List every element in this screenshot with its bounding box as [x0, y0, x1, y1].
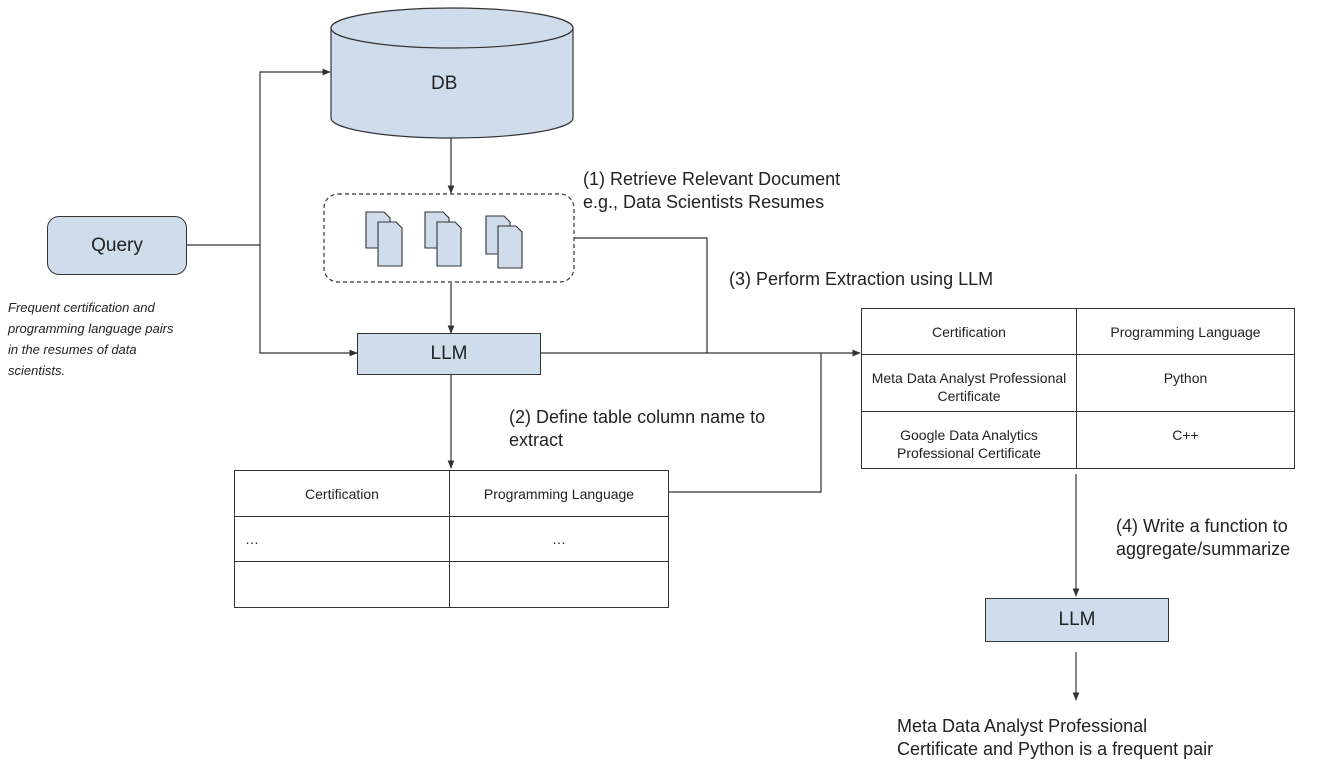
llm-label: LLM: [430, 343, 468, 364]
llm-final-label: LLM: [1058, 609, 1096, 630]
llm-final-node[interactable]: LLM: [985, 598, 1169, 642]
schema-header-certification: Certification: [234, 470, 450, 517]
result-text: Meta Data Analyst Professional Certifica…: [897, 715, 1213, 761]
query-label: Query: [91, 234, 143, 256]
llm-node[interactable]: LLM: [357, 333, 541, 375]
query-note: Frequent certification and programming l…: [8, 297, 173, 381]
schema-cell: [234, 561, 450, 608]
document-icon: [485, 215, 523, 269]
document-icon: [365, 211, 403, 267]
result-cell: Python: [1076, 354, 1295, 412]
db-cylinder: [330, 7, 574, 139]
query-node[interactable]: Query: [47, 216, 187, 275]
schema-cell: …: [449, 516, 669, 562]
arrow-query-to-db: [186, 68, 331, 246]
schema-cell: …: [234, 516, 450, 562]
result-header-language: Programming Language: [1076, 308, 1295, 355]
db-label: DB: [431, 73, 458, 94]
schema-table: Certification Programming Language … …: [234, 470, 669, 608]
line-docs-to-extraction: [574, 237, 708, 353]
step-retrieve-label: (1) Retrieve Relevant Document e.g., Dat…: [583, 168, 840, 214]
arrow-query-to-llm: [259, 245, 358, 357]
step-aggregate-line: (4) Write a function to: [1116, 516, 1288, 536]
line-schema-to-result: [668, 353, 822, 493]
step-retrieve-line: e.g., Data Scientists Resumes: [583, 192, 825, 212]
documents-group: [323, 193, 575, 283]
query-note-line: in the resumes of data: [8, 342, 137, 357]
document-icon: [424, 211, 462, 267]
step-define-label: (2) Define table column name to extract: [509, 406, 765, 452]
schema-header-language: Programming Language: [449, 470, 669, 517]
result-table: Certification Programming Language Meta …: [861, 308, 1295, 469]
result-text-line: Certificate and Python is a frequent pai…: [897, 739, 1214, 759]
query-note-line: scientists.: [8, 363, 66, 378]
step-define-line: (2) Define table column name to: [509, 407, 766, 427]
result-cell: C++: [1076, 411, 1295, 469]
result-cell: Google Data Analytics Professional Certi…: [861, 411, 1077, 469]
step-aggregate-line: aggregate/summarize: [1116, 539, 1291, 559]
step-aggregate-label: (4) Write a function to aggregate/summar…: [1116, 515, 1290, 561]
result-cell: Meta Data Analyst Professional Certifica…: [861, 354, 1077, 412]
step-retrieve-line: (1) Retrieve Relevant Document: [583, 169, 841, 189]
query-note-line: programming language pairs: [8, 321, 174, 336]
result-header-certification: Certification: [861, 308, 1077, 355]
query-note-line: Frequent certification and: [8, 300, 155, 315]
step-define-line: extract: [509, 430, 564, 450]
result-text-line: Meta Data Analyst Professional: [897, 716, 1148, 736]
schema-cell: [449, 561, 669, 608]
step-extract-label: (3) Perform Extraction using LLM: [729, 269, 994, 289]
